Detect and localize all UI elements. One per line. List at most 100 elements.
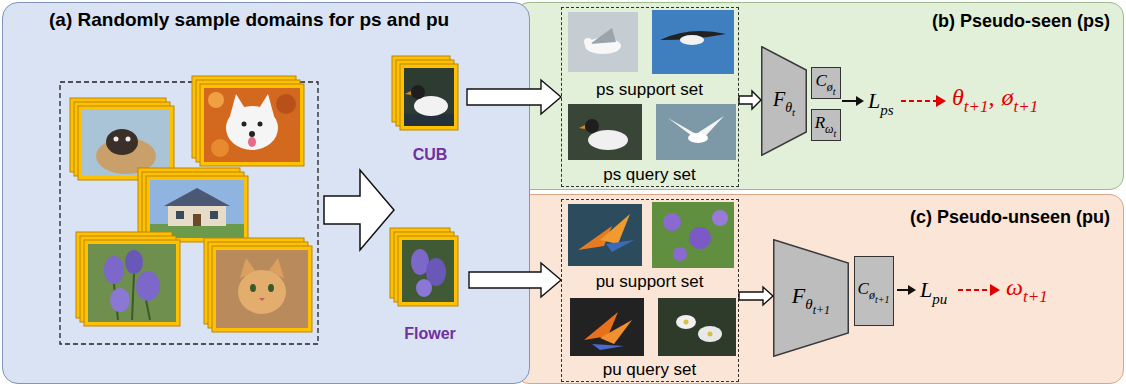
flower-photo-stack xyxy=(136,271,160,301)
flower-photo-stack xyxy=(114,274,150,320)
encoder-trapezoid: Fθt+1 xyxy=(773,239,849,357)
dog-photo-stack xyxy=(70,98,166,172)
bird-photo xyxy=(652,10,734,74)
cat-photo-stack xyxy=(268,284,274,292)
dog-photo-stack xyxy=(192,76,304,166)
dog-photo-stack xyxy=(242,122,247,127)
cat-photo-stack xyxy=(238,270,286,314)
set-box: pu support set pu query set xyxy=(561,199,739,382)
bird-photo xyxy=(590,28,616,44)
output-arrow xyxy=(897,285,916,295)
output-arrow xyxy=(908,285,916,295)
formula-part: t+1 xyxy=(813,304,830,318)
formula-part: C xyxy=(858,279,869,299)
bird-photo xyxy=(688,133,708,143)
house-photo-stack xyxy=(138,168,248,242)
panel-title: (b) Pseudo-seen (ps) xyxy=(932,11,1110,31)
set-box: ps support setps query set xyxy=(561,7,739,187)
update-arrow xyxy=(958,289,990,291)
loss-symbol: pu xyxy=(932,291,947,308)
dog-photo-stack xyxy=(258,94,274,116)
flower-photo xyxy=(570,298,644,356)
formula-part: t xyxy=(792,106,795,119)
dog-photo-stack xyxy=(211,139,229,157)
flower-photo-stack xyxy=(394,232,454,302)
bird-photo xyxy=(656,104,736,160)
dog-photo-stack xyxy=(70,98,174,180)
dog-photo-stack xyxy=(204,88,300,162)
house-photo-stack xyxy=(150,224,244,238)
set-label: ps query set xyxy=(603,165,696,185)
updated-parameters: , xyxy=(989,84,995,112)
trapezoid-outline xyxy=(762,47,807,156)
formula-label: Cøt xyxy=(815,71,835,91)
bird-photo xyxy=(656,104,736,160)
formula-part: ø xyxy=(827,81,833,95)
dog-photo-stack xyxy=(126,137,131,142)
formula-part: C xyxy=(815,71,826,91)
flower-photo xyxy=(652,202,734,268)
flower-photo-stack xyxy=(80,236,176,322)
flower-photo-stack xyxy=(104,256,124,284)
domain-name: Flower xyxy=(404,325,456,343)
flower-photo xyxy=(592,344,624,350)
flower-photo-stack xyxy=(84,240,180,326)
formula-part: θ xyxy=(805,296,812,313)
house-photo-stack xyxy=(146,176,248,242)
dog-photo-stack xyxy=(208,92,224,108)
flower-photo-stack xyxy=(125,250,143,274)
formula-part: R xyxy=(815,113,825,133)
output-arrow xyxy=(842,96,864,106)
updated-parameters: t+1 xyxy=(1014,97,1039,117)
flower-photo-stack xyxy=(76,232,172,318)
flower-photo-stack xyxy=(402,240,454,302)
flower-photo xyxy=(606,240,634,252)
flower-photo-stack xyxy=(390,228,458,306)
bird-photo xyxy=(568,12,638,72)
flower-photo xyxy=(689,227,711,249)
panel: ps support setps query setFθtCøtRωt(b) P… xyxy=(515,2,1124,190)
flower-photo xyxy=(676,315,696,329)
bird-photo-stack xyxy=(392,56,450,122)
bird-photo xyxy=(585,119,599,133)
set-label: ps query set xyxy=(603,165,696,184)
bird-photo-stack xyxy=(405,91,411,95)
cat-photo-stack xyxy=(212,246,312,332)
loss-symbol: Lps xyxy=(868,88,894,113)
flower-photo xyxy=(600,214,630,244)
bird-photo xyxy=(579,125,585,129)
image-stack: Flower xyxy=(391,227,469,343)
bird-photo xyxy=(568,104,642,160)
updated-parameters: θt+1,øt+1 xyxy=(952,84,1038,112)
output-arrow xyxy=(842,100,856,102)
domain-name: CUB xyxy=(413,146,448,163)
updated-parameters: t+1 xyxy=(1023,287,1048,307)
bird-photo xyxy=(680,35,704,45)
flower-photo xyxy=(658,298,736,356)
cat-photo-stack xyxy=(240,258,256,278)
formula-part: ω xyxy=(825,123,833,137)
bird-photo xyxy=(568,12,638,72)
set-label: pu support set xyxy=(596,272,704,291)
formula-part: ø xyxy=(869,289,875,303)
formula-part: t+1 xyxy=(875,294,890,306)
updated-parameters: ø xyxy=(1002,84,1014,112)
bird-photo-stack xyxy=(411,85,425,99)
image-stack: CUB xyxy=(393,56,467,164)
bird-photo-stack xyxy=(396,60,454,126)
dog-photo-stack xyxy=(249,131,255,137)
updated-parameters: t+1 xyxy=(964,97,989,117)
set-label: pu query set xyxy=(603,360,697,380)
formula-part: θ xyxy=(785,100,792,116)
bird-photo-stack xyxy=(414,96,448,116)
dog-photo-stack xyxy=(196,80,300,162)
flower-photo xyxy=(658,298,736,356)
loss-symbol: ps xyxy=(880,102,893,119)
cat-photo-stack xyxy=(208,242,308,328)
bird-photo xyxy=(652,10,734,74)
dog-photo-stack xyxy=(200,84,304,166)
update-arrow xyxy=(901,100,936,102)
cat-photo-stack xyxy=(216,250,308,328)
dog-photo-stack xyxy=(258,122,263,127)
